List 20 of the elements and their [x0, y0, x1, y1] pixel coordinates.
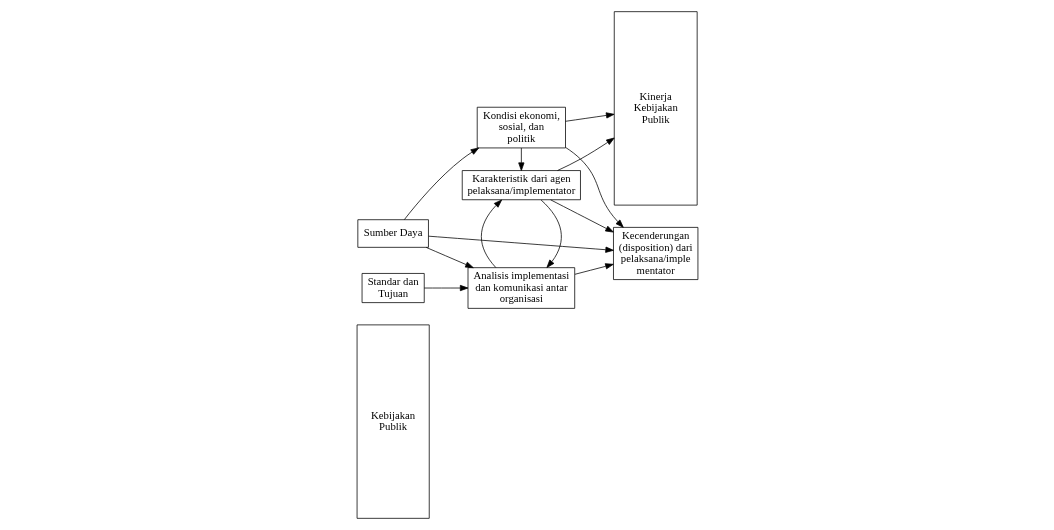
arrow — [427, 235, 614, 253]
node-box: Analisis implementasi dan komunikasi antar organisasi — [467, 267, 575, 309]
arrow — [403, 147, 479, 220]
arrow — [423, 284, 468, 292]
node-box: Standar dan Tujuan — [361, 273, 425, 303]
arrow — [574, 263, 614, 275]
arrow — [556, 137, 615, 171]
arrow — [564, 147, 624, 228]
arrow — [564, 112, 614, 122]
node-box: Kebijakan Publik — [356, 324, 430, 519]
node-box: Sumber Daya — [356, 219, 429, 248]
arrow — [517, 147, 524, 171]
node-box: Kecenderungan (disposition) dari pelaksana/imple mentator — [612, 227, 698, 280]
node-box: Kondisi ekonomi, sosial, dan politik — [476, 106, 566, 149]
node-box: Karakteristik dari agen pelaksana/implementator — [461, 170, 581, 201]
arrow — [425, 247, 474, 269]
node-box: Kinerja Kebijakan Publik — [613, 11, 698, 206]
arrow — [480, 199, 502, 268]
arrow — [549, 199, 614, 233]
arrow — [540, 199, 562, 268]
